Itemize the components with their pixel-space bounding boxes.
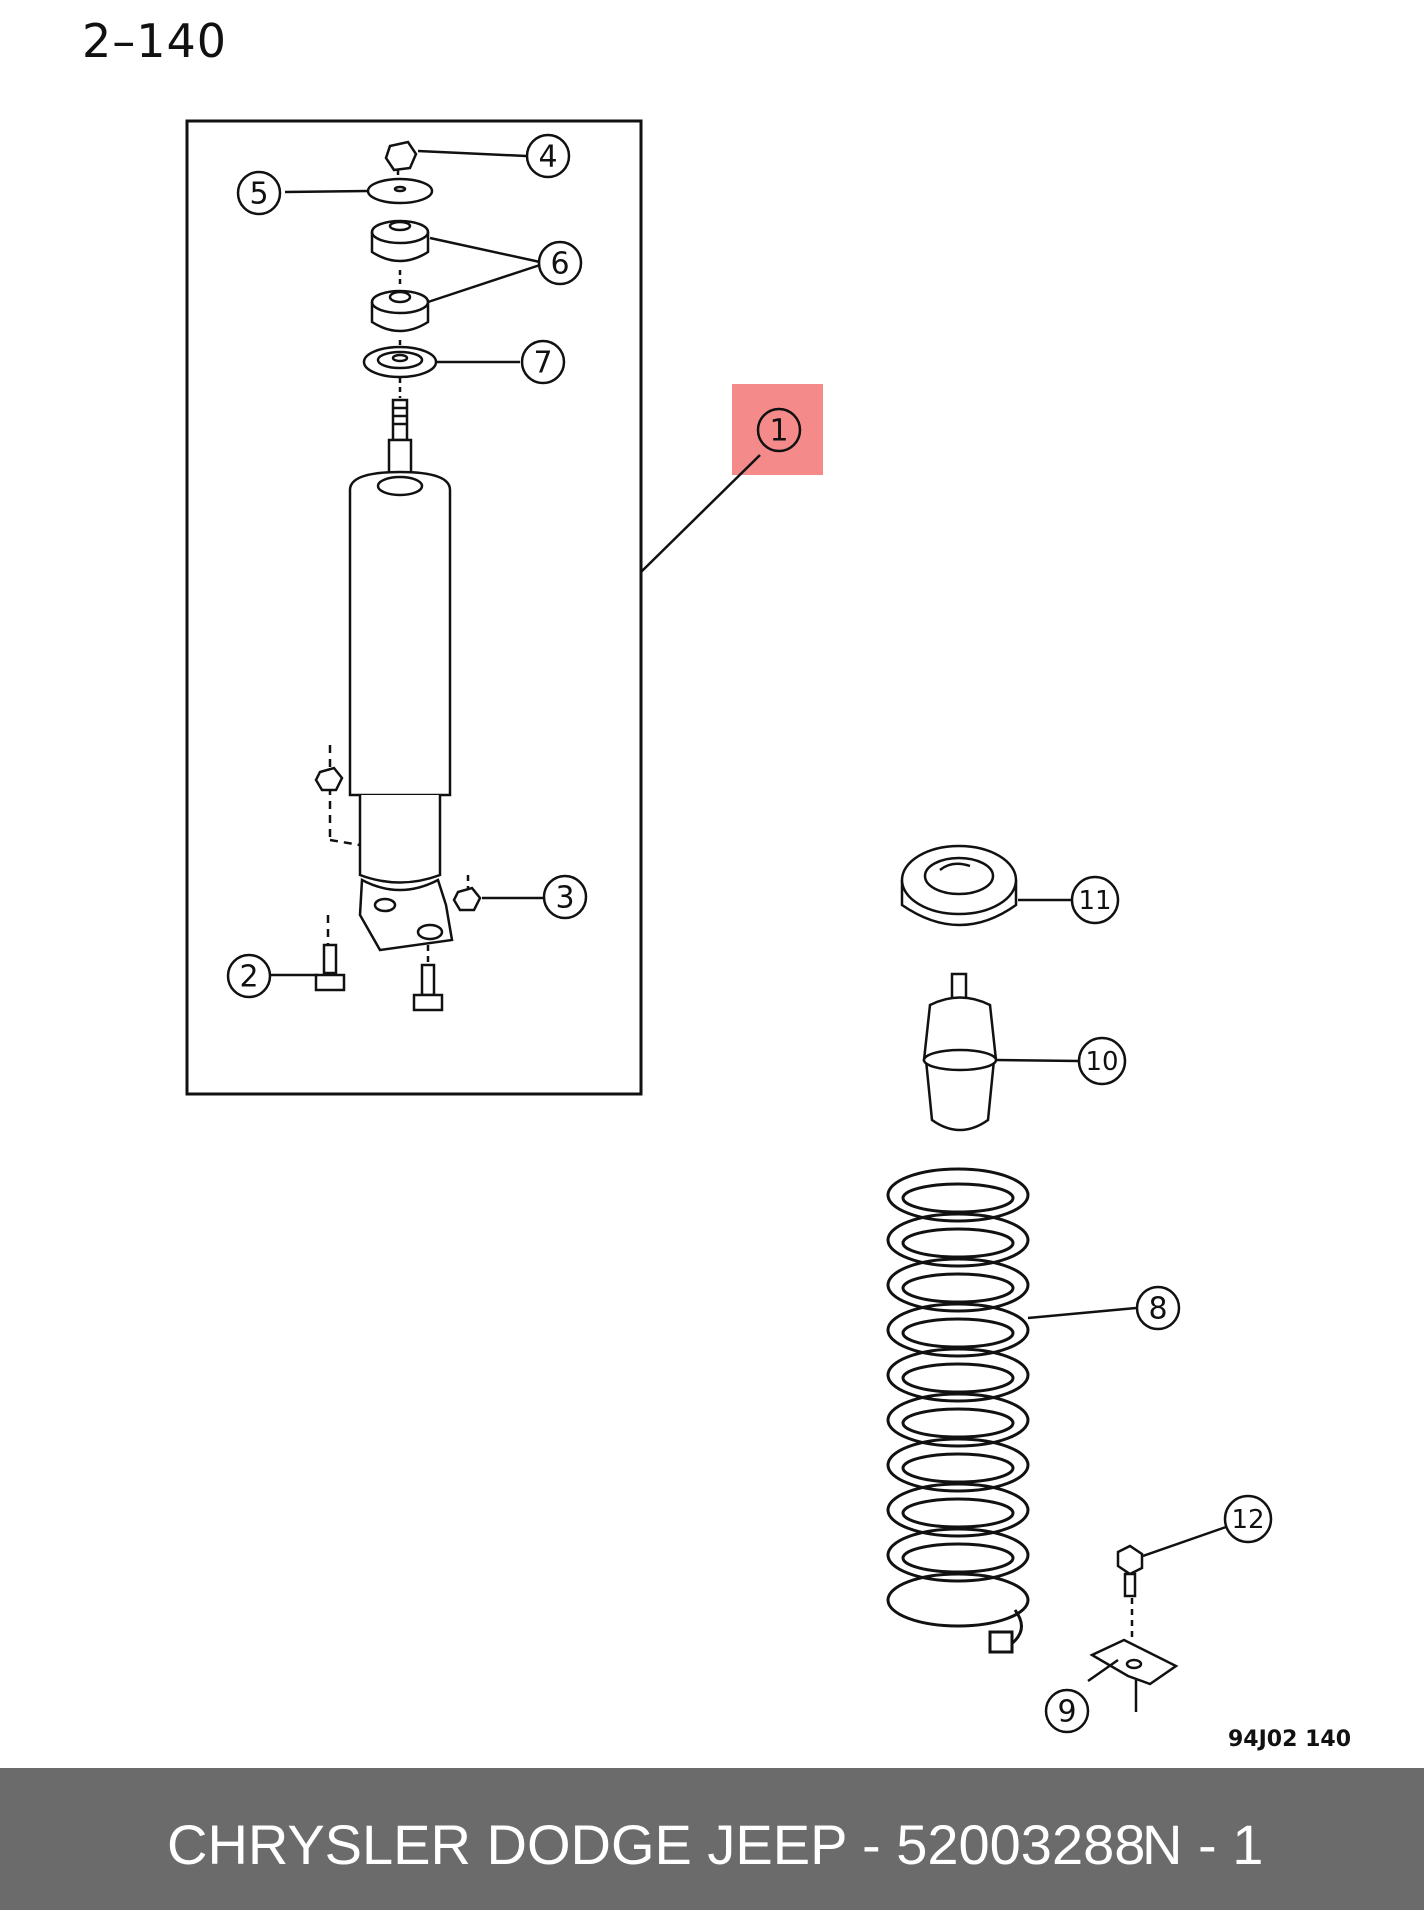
callout-8[interactable]: 8 — [1135, 1285, 1181, 1331]
leader-lines — [270, 149, 1227, 1683]
shock-assembly-frame — [185, 119, 643, 1096]
coil-spring-drawing — [886, 1167, 1030, 1654]
callout-12[interactable]: 12 — [1223, 1494, 1273, 1544]
callout-12-number: 12 — [1231, 1505, 1264, 1535]
callout-8-number: 8 — [1148, 1292, 1167, 1327]
callout-1[interactable]: 1 — [756, 407, 802, 453]
page-title: 2–140 — [82, 14, 228, 68]
callout-11-number: 11 — [1078, 886, 1111, 916]
callout-7-number: 7 — [533, 346, 552, 381]
callout-6-number: 6 — [550, 247, 569, 282]
callout-10-number: 10 — [1085, 1047, 1118, 1077]
footer-diagram-code: N - 1 — [1142, 1813, 1264, 1876]
diagram-ref-code: 94J02 140 — [1228, 1727, 1351, 1752]
callout-6[interactable]: 6 — [537, 240, 583, 286]
bracket-bolt-drawing — [1089, 1544, 1179, 1712]
callout-3[interactable]: 3 — [542, 874, 588, 920]
callout-5-number: 5 — [249, 177, 268, 212]
bumper-cup-drawing — [900, 844, 1018, 927]
callout-1-number: 1 — [769, 414, 788, 449]
callout-4[interactable]: 4 — [525, 133, 571, 179]
callout-10[interactable]: 10 — [1077, 1036, 1127, 1086]
callout-7[interactable]: 7 — [520, 339, 566, 385]
exploded-parts-diagram: 1 2 3 4 5 6 7 8 9 10 11 12 94 — [185, 119, 1351, 1752]
callout-1-highlight — [732, 384, 823, 475]
callout-3-number: 3 — [555, 881, 574, 916]
callout-4-number: 4 — [538, 140, 557, 175]
callout-9-number: 9 — [1057, 1695, 1076, 1730]
callout-9[interactable]: 9 — [1044, 1688, 1090, 1734]
footer-bar: CHRYSLER DODGE JEEP - 52003288 N - 1 — [0, 1768, 1424, 1910]
shock-absorber-drawing — [314, 140, 482, 1012]
callout-11[interactable]: 11 — [1070, 875, 1120, 925]
callout-2[interactable]: 2 — [226, 953, 272, 999]
jounce-bumper-drawing — [922, 972, 998, 1132]
footer-part-number: CHRYSLER DODGE JEEP - 52003288 — [167, 1813, 1146, 1876]
callout-5[interactable]: 5 — [236, 170, 282, 216]
callout-2-number: 2 — [239, 960, 258, 995]
